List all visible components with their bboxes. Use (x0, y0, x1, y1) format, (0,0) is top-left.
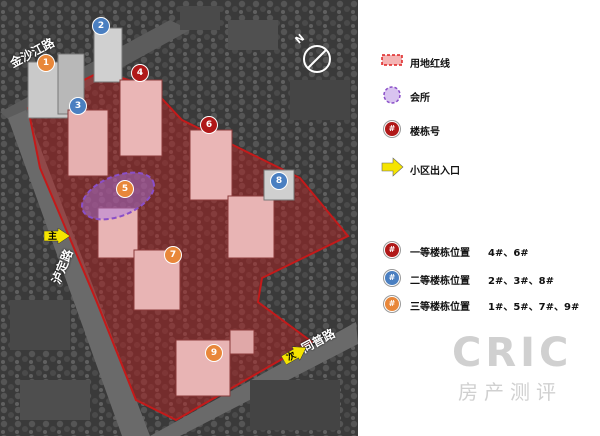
tier-third-swatch: # (380, 294, 404, 314)
entrance-label: 主 (48, 232, 58, 242)
arrow-icon (381, 157, 404, 177)
hash-icon: # (384, 270, 400, 286)
building-marker-4: 4 (131, 64, 149, 82)
legend-building-number-label: 楼栋号 (410, 127, 440, 138)
building-marker-6: 6 (200, 116, 218, 134)
tier-third-buildings: 1#、5#、7#、9# (488, 302, 580, 313)
building-marker-9: 9 (205, 344, 223, 362)
hash-icon: # (384, 121, 400, 137)
hash-icon: # (384, 242, 400, 258)
aerial-site-map: 金沙江路 泸定路 同普路 主 次 N 1 2 3 4 5 6 7 8 9 (0, 0, 358, 436)
building-marker-2: 2 (92, 17, 110, 35)
buildings (27, 27, 295, 397)
tier-first-label: 一等楼栋位置 (410, 248, 470, 259)
legend-clubhouse-label: 会所 (410, 93, 430, 104)
clubhouse-outline (80, 171, 156, 221)
tier-second-swatch: # (380, 268, 404, 288)
arrow-icon (44, 228, 70, 244)
clubhouse-swatch (380, 85, 404, 105)
building-marker-7: 7 (164, 246, 182, 264)
secondary-entrance-arrow: 次 (280, 341, 311, 368)
legend-panel: 用地红线 会所 # 楼栋号 小区出入口 # 一等楼栋位置 4#、6# # 二等楼… (358, 0, 600, 436)
watermark-cn: 房产测评 (458, 380, 562, 404)
north-indicator: N (293, 33, 332, 74)
main-entrance-arrow: 主 (44, 228, 70, 244)
tier-first-swatch: # (380, 240, 404, 260)
arrow-icon (280, 346, 307, 366)
building-marker-1: 1 (37, 54, 55, 72)
tier-second-label: 二等楼栋位置 (410, 276, 470, 287)
red-line-swatch (380, 52, 404, 72)
road-bottom (150, 322, 358, 436)
compass-icon (303, 45, 331, 73)
hash-icon: # (384, 296, 400, 312)
building-number-swatch: # (380, 119, 404, 139)
watermark-en: CRIC (452, 330, 573, 376)
building-marker-3: 3 (69, 97, 87, 115)
site-map-graphics (0, 0, 358, 436)
building-marker-8: 8 (270, 172, 288, 190)
tier-second-buildings: 2#、3#、8# (488, 276, 555, 287)
legend-red-line-label: 用地红线 (410, 59, 450, 70)
building-marker-5: 5 (116, 180, 134, 198)
legend-entrance-label: 小区出入口 (410, 166, 460, 177)
road-left (8, 110, 150, 436)
entrance-swatch (380, 157, 404, 177)
tier-third-label: 三等楼栋位置 (410, 302, 470, 313)
tier-first-buildings: 4#、6# (488, 248, 529, 259)
watermark: CRIC 房产测评 (452, 330, 592, 420)
